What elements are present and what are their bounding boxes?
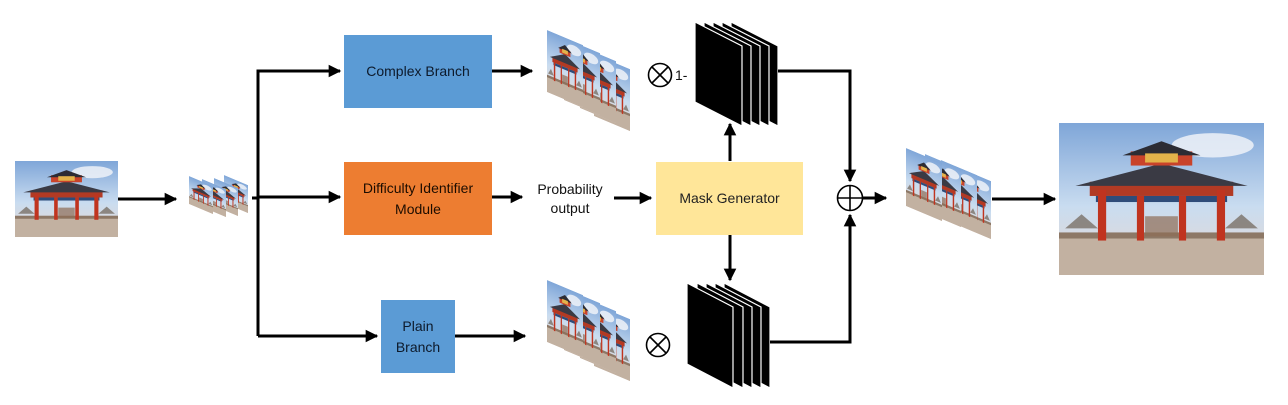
probability-output-line2: output <box>550 199 590 216</box>
feature-stack-top <box>547 30 630 132</box>
complex-branch-label: Complex Branch <box>366 63 470 80</box>
mask-stack-top <box>694 21 779 127</box>
difficulty-identifier-line1: Difficulty Identifier <box>362 180 474 197</box>
difficulty-identifier-line2: Module <box>395 200 441 217</box>
multiply-icon-bottom <box>645 332 671 358</box>
output-image <box>1059 123 1264 275</box>
one-minus-label: 1- <box>675 67 688 83</box>
multiply-icon-top <box>647 62 673 88</box>
plain-branch-line2: Branch <box>395 338 441 355</box>
arrow-bottom-to-sum <box>770 213 857 344</box>
connectors <box>118 64 1057 344</box>
feature-stack-bottom <box>547 280 630 382</box>
patch-stack-small <box>189 175 248 218</box>
input-image <box>15 161 118 237</box>
add-icon <box>836 184 864 212</box>
probability-output-label: Probability output <box>524 180 616 218</box>
mask-generator-label: Mask Generator <box>679 190 780 207</box>
plain-branch-box: Plain Branch <box>381 300 455 373</box>
plain-branch-line1: Plain <box>402 318 434 335</box>
feature-stack-fused <box>906 148 991 240</box>
complex-branch-box: Complex Branch <box>344 35 492 108</box>
probability-output-line1: Probability <box>537 181 603 197</box>
mask-generator-box: Mask Generator <box>656 162 803 235</box>
difficulty-identifier-box: Difficulty Identifier Module <box>344 162 492 235</box>
mask-stack-bottom <box>686 282 771 389</box>
arrow-top-to-sum <box>778 69 857 183</box>
arrow-to-complex-branch <box>256 64 342 336</box>
